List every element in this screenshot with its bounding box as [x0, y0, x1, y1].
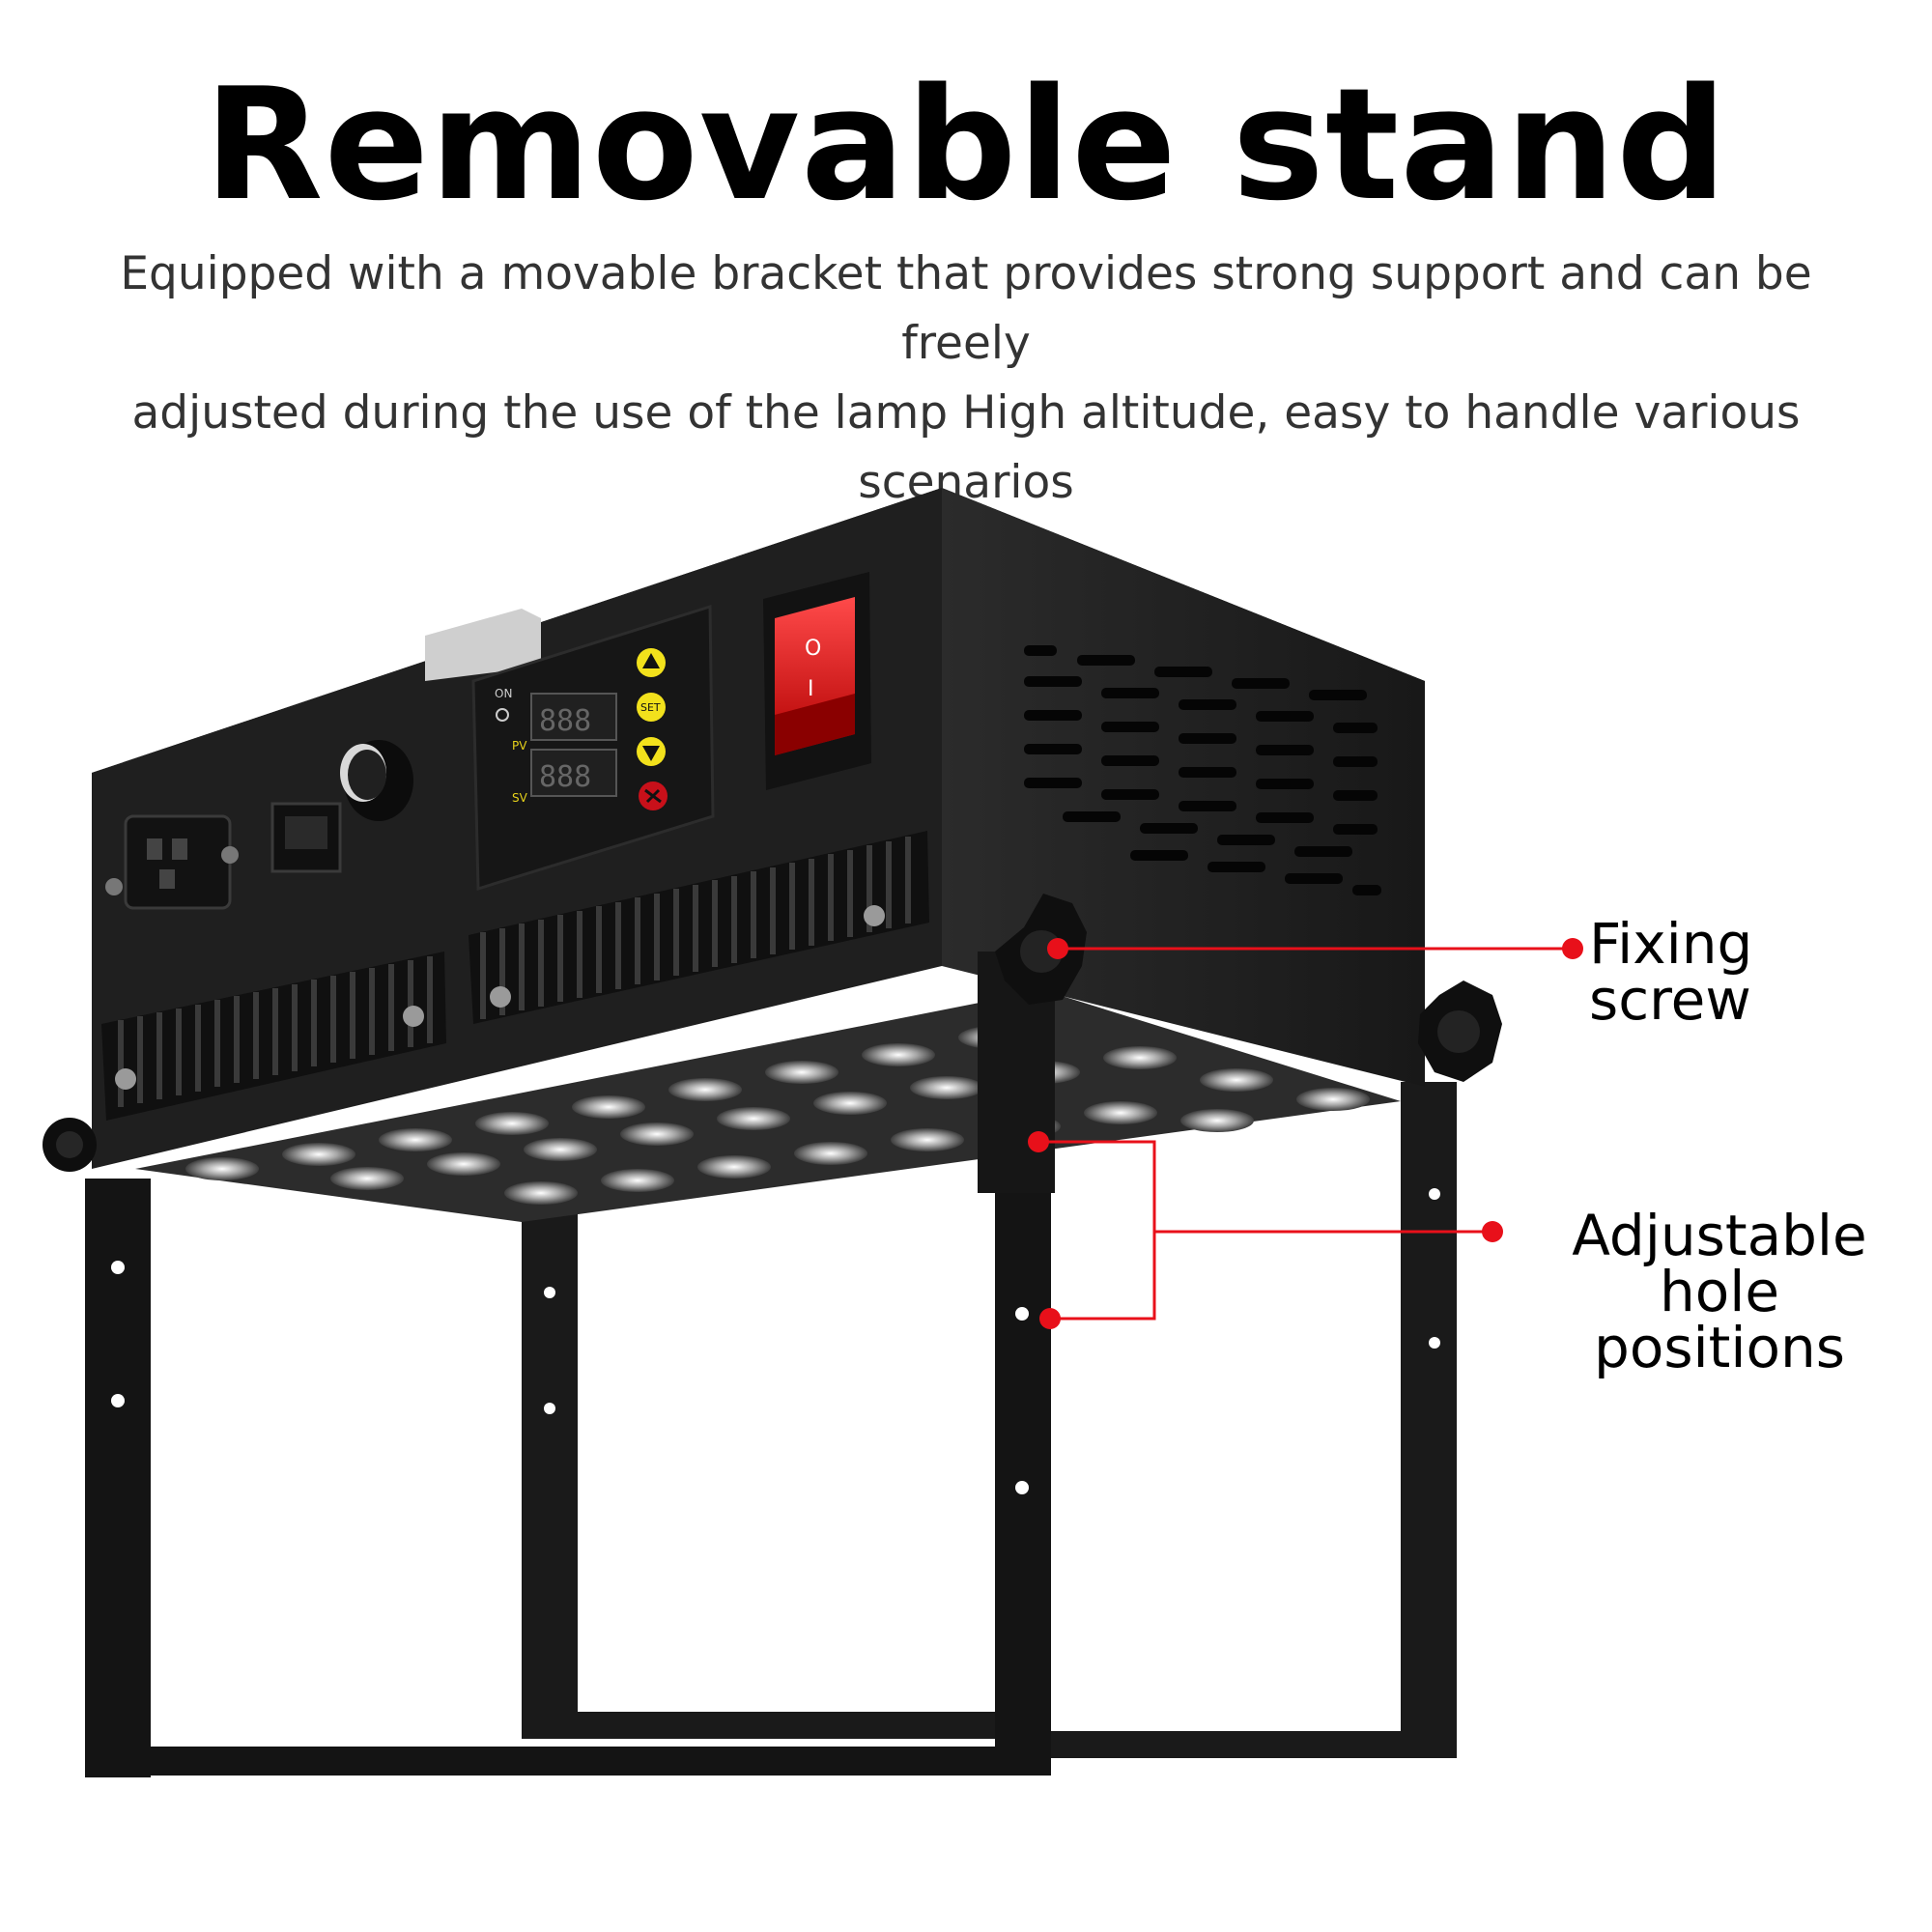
up-button[interactable] [637, 648, 666, 677]
controller-pv-label: PV [512, 739, 527, 753]
reset-icon [644, 788, 662, 804]
heatsink-lower [101, 952, 446, 1121]
sv-display: 888 [539, 760, 591, 794]
led-reflectors [185, 1026, 1370, 1205]
page-title: Removable stand [204, 54, 1728, 235]
reset-button[interactable] [639, 781, 668, 810]
fixing-screw-label: Fixing screw [1589, 911, 1753, 1033]
power-inlet [105, 814, 239, 910]
fixing-screw-callout-line [1047, 938, 1583, 959]
set-button[interactable] [637, 693, 666, 722]
switch-off-mark: O [805, 637, 821, 661]
controller-sv-label: SV [512, 791, 528, 805]
triangle-up-icon [642, 653, 660, 668]
controller-panel [471, 604, 715, 892]
bracket-back-left [522, 1159, 1024, 1739]
controller-on-label: ON [495, 687, 512, 700]
fixing-screw-left-icon[interactable] [43, 1118, 97, 1172]
ventilation-slots [1024, 645, 1381, 895]
ethernet-port [270, 802, 342, 873]
heatsink-upper [469, 831, 929, 1024]
bracket-back-right [1024, 1082, 1457, 1758]
adjustable-hole-callout-line [1028, 1131, 1503, 1329]
dimmer-knob-icon [340, 740, 413, 821]
adjustable-hole-label-line1: Adjustable hole [1572, 1203, 1867, 1324]
fixing-screw-back-icon[interactable] [1418, 980, 1502, 1082]
triangle-down-icon [642, 746, 660, 761]
adjustable-hole-label: Adjustable hole positions [1512, 1208, 1927, 1376]
rocker-switch[interactable] [763, 572, 871, 790]
top-connector [425, 609, 541, 681]
description-line-1: Equipped with a movable bracket that pro… [120, 247, 1812, 370]
switch-on-mark: I [808, 677, 814, 701]
pv-display: 888 [539, 704, 591, 738]
bracket-front-left [85, 1106, 1051, 1777]
down-button[interactable] [637, 737, 666, 766]
set-button-label: SET [640, 701, 661, 714]
adjustable-hole-label-line2: positions [1594, 1315, 1845, 1380]
